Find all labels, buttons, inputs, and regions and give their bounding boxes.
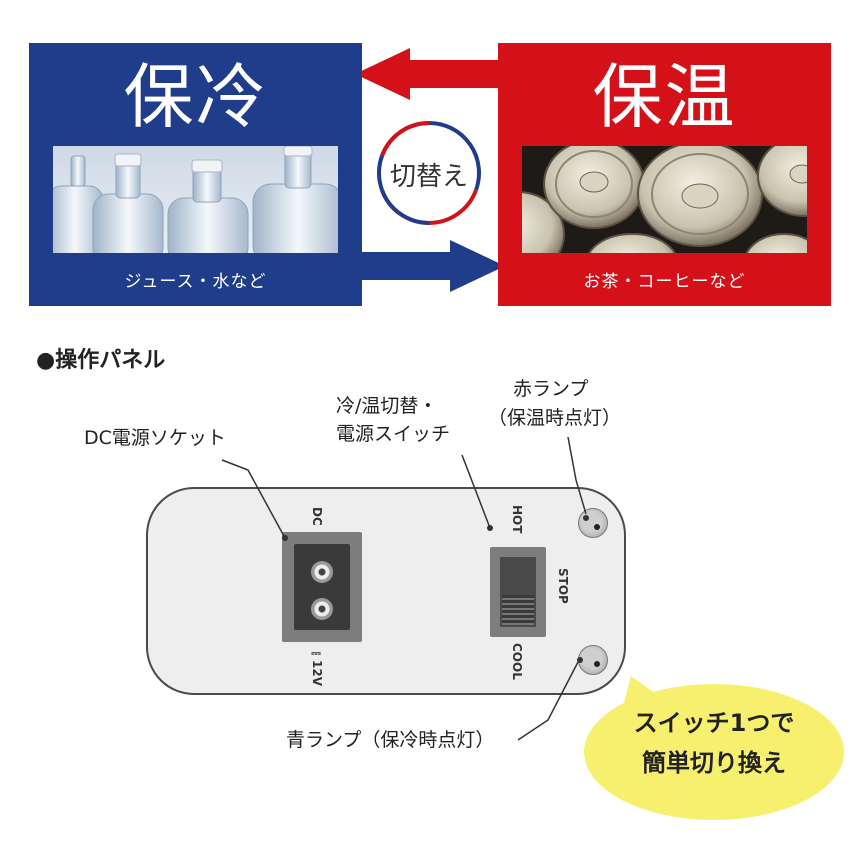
blue-lamp-callout: 青ランプ（保冷時点灯）: [286, 729, 495, 751]
bubble-line1: スイッチ1つで: [633, 709, 795, 737]
socket-pin-icon: [311, 561, 333, 583]
mode-switch-callout-line1: 冷/温切替・: [336, 395, 438, 417]
red-lamp-callout-line1: 赤ランプ: [513, 378, 589, 400]
cool-marking: COOL: [510, 643, 524, 680]
socket-pin-icon: [311, 598, 333, 620]
warm-title: 保温: [592, 56, 737, 138]
warm-caption: お茶・コーヒーなど: [583, 272, 746, 292]
speech-bubble: スイッチ1つで 簡単切り換え: [583, 672, 845, 822]
cool-caption: ジュース・水など: [124, 272, 267, 292]
arrow-to-cool-icon: [355, 48, 500, 100]
control-panel-body: [146, 487, 626, 695]
switch-badge: 切替え: [368, 112, 490, 234]
section-heading: ●操作パネル: [36, 348, 166, 373]
bubble-line2: 簡単切り換え: [642, 749, 786, 777]
warm-panel: 保温: [498, 43, 831, 306]
dc-socket-callout: DC電源ソケット: [84, 427, 226, 449]
switch-ring-icon: [377, 121, 481, 225]
red-lamp-callout-line2: （保温時点灯）: [488, 407, 622, 429]
voltage-marking: ⎓12V: [310, 648, 324, 686]
arrow-to-warm-icon: [360, 240, 505, 292]
dc-socket: [282, 532, 362, 642]
red-lamp: [578, 508, 608, 538]
water-bottles-image: [53, 146, 338, 253]
direction-arrows: [355, 48, 505, 292]
bubble-shape-icon: [584, 676, 844, 820]
dc-marking: DC: [310, 507, 324, 526]
cool-title: 保冷: [123, 56, 268, 138]
hot-marking: HOT: [510, 505, 524, 534]
mode-switch: [490, 547, 546, 637]
cans-image: [522, 146, 807, 253]
cool-panel: 保冷: [29, 43, 362, 306]
stop-marking: STOP: [556, 568, 570, 604]
switch-label: 切替え: [389, 162, 468, 192]
switch-knob-icon: [502, 595, 534, 625]
mode-switch-callout-line2: 電源スイッチ: [336, 423, 451, 445]
